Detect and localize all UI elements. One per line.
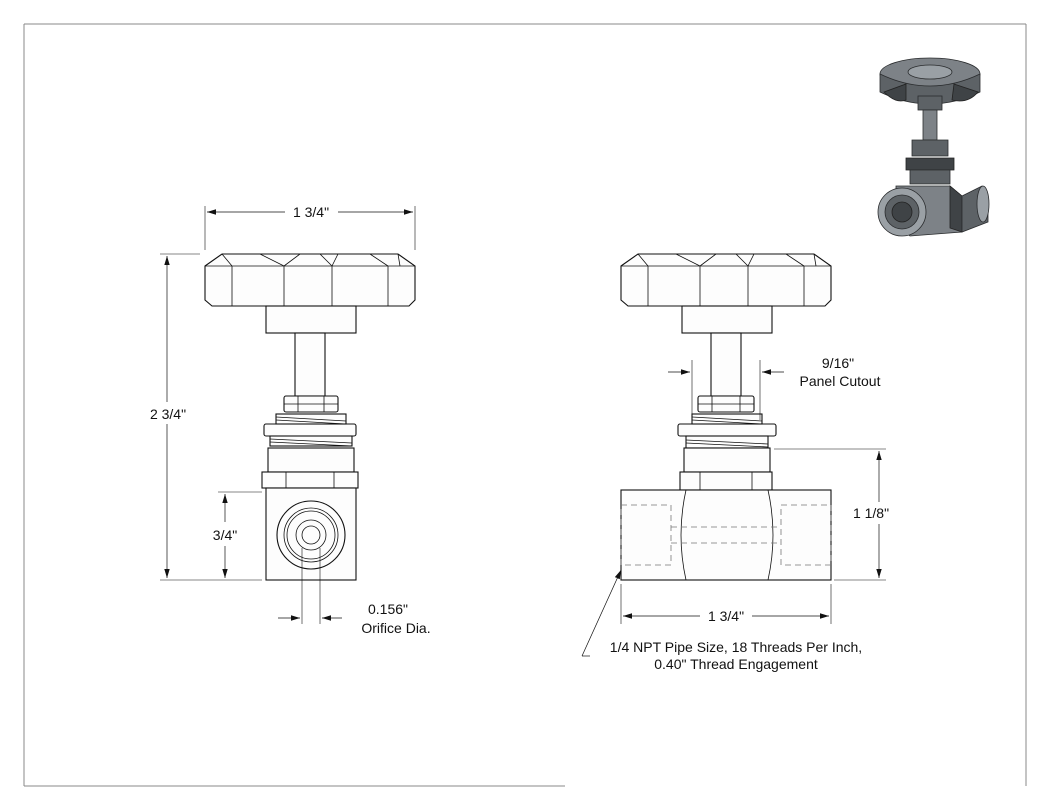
dim-body-height-text: 1 1/8" <box>853 505 889 521</box>
dim-panel-cutout-label: Panel Cutout <box>800 373 881 389</box>
side-bonnet <box>679 447 773 491</box>
front-panel-nut <box>263 413 357 447</box>
front-view: 1 3/4" 2 3/4" 3/4" 0.156" Orifice Dia. <box>150 204 431 636</box>
dim-handle-width: 1 3/4" <box>204 204 416 250</box>
dim-panel-cutout-value: 9/16" <box>822 355 854 371</box>
dim-overall-height: 2 3/4" <box>150 253 262 581</box>
side-packing-nut <box>697 395 755 413</box>
front-packing-nut <box>283 395 339 413</box>
sheet-border <box>23 23 1027 787</box>
dim-orifice: 0.156" Orifice Dia. <box>278 548 431 636</box>
front-hub <box>265 305 357 334</box>
dim-overall-height-text: 2 3/4" <box>150 406 186 422</box>
dim-body-length-text: 1 3/4" <box>708 608 744 624</box>
pipe-note-line1: 1/4 NPT Pipe Size, 18 Threads Per Inch, <box>610 639 862 655</box>
dim-body-length: 1 3/4" <box>620 584 832 624</box>
front-stem <box>294 332 326 397</box>
side-view: 9/16" Panel Cutout 1 1/8" 1 3/4" 1/4 NPT… <box>581 253 889 672</box>
dim-body-height: 1 1/8" <box>774 448 889 581</box>
side-handwheel <box>620 253 832 307</box>
front-bonnet <box>261 447 359 489</box>
side-hub <box>681 305 773 334</box>
valve-3d-render <box>877 57 990 237</box>
dim-port-center-text: 3/4" <box>213 527 237 543</box>
dim-panel-cutout: 9/16" Panel Cutout <box>668 355 881 420</box>
pipe-note: 1/4 NPT Pipe Size, 18 Threads Per Inch, … <box>581 569 862 672</box>
dim-orifice-value: 0.156" <box>368 601 408 617</box>
dim-handle-width-text: 1 3/4" <box>293 204 329 220</box>
dim-orifice-label: Orifice Dia. <box>361 620 430 636</box>
side-body <box>620 489 832 581</box>
front-body <box>265 487 357 581</box>
front-handwheel <box>204 253 416 307</box>
side-panel-nut <box>677 413 777 449</box>
side-stem <box>710 332 742 397</box>
dim-port-center: 3/4" <box>213 491 262 578</box>
pipe-note-line2: 0.40" Thread Engagement <box>654 656 818 672</box>
